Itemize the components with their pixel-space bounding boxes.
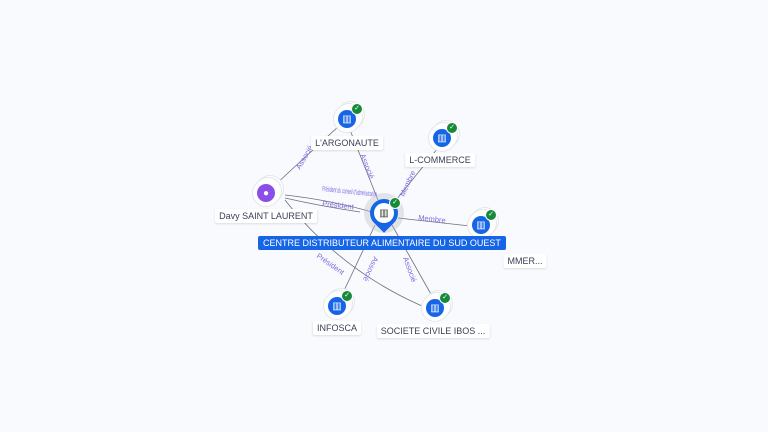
edge [274, 124, 341, 186]
edge [397, 217, 471, 227]
edge-label: Associé [361, 255, 380, 283]
edge-label: Président du conseil d'administration [322, 184, 378, 199]
company-icon: ▥ [433, 129, 451, 147]
person-icon: ● [257, 184, 275, 202]
company-icon: ▥ [338, 110, 356, 128]
node-label: SOCIETE CIVILE IBOS ... [376, 324, 490, 338]
node-label: Davy SAINT LAURENT [215, 209, 317, 223]
edge-label: Membre [398, 169, 418, 198]
node-label: MMER... [503, 254, 547, 268]
company-icon: ▥ [472, 216, 490, 234]
node-label: L-COMMERCE [405, 153, 475, 167]
edge-label: Membre [418, 213, 446, 225]
verified-icon: ✓ [341, 290, 353, 302]
node-label: INFOSCA [312, 321, 362, 335]
edge-label: Président [315, 251, 347, 277]
edge-label: Associé [358, 152, 376, 180]
edge [284, 194, 373, 213]
verified-icon: ✓ [446, 122, 458, 134]
verified-icon: ✓ [439, 292, 451, 304]
edge [284, 197, 361, 213]
center-node-label: CENTRE DISTRIBUTEUR ALIMENTAIRE DU SUD O… [258, 236, 506, 250]
company-icon: ▥ [374, 203, 394, 223]
verified-icon: ✓ [389, 197, 401, 209]
edge-label: Président [322, 199, 355, 211]
verified-icon: ✓ [351, 103, 363, 115]
edge-label: Associé [401, 256, 418, 284]
company-icon: ▥ [328, 297, 346, 315]
verified-icon: ✓ [485, 209, 497, 221]
company-icon: ▥ [426, 299, 444, 317]
node-label: L'ARGONAUTE [311, 136, 383, 150]
